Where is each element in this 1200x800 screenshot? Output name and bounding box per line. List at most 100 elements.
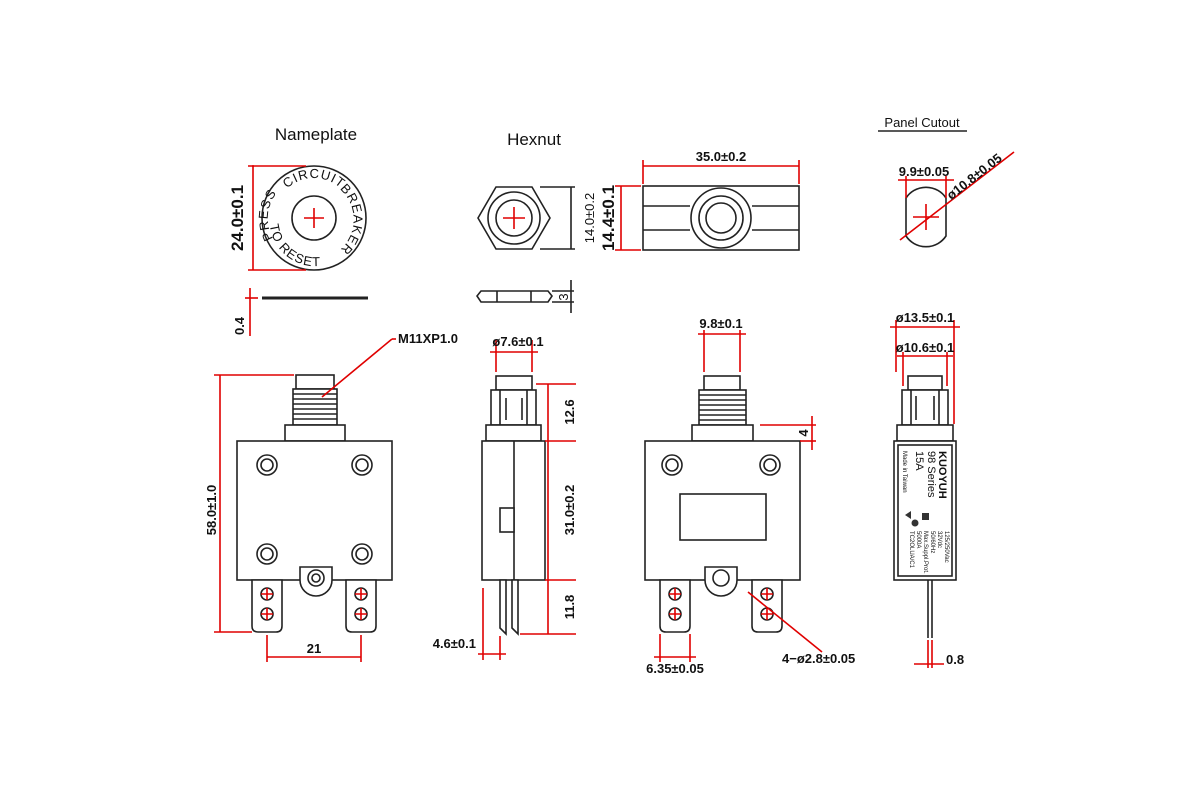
terminal-hole-marks (669, 588, 773, 620)
thread-label: M11XP1.0 (398, 331, 458, 346)
front-rivet-inner (260, 547, 274, 561)
hexnut-chamfer-circle (487, 191, 541, 245)
panel-cutout-title: Panel Cutout (884, 115, 960, 130)
back-window (679, 493, 767, 541)
dim-cutout-diameter: ø10.8±0.05 (944, 150, 1005, 202)
label-brand: KUOYUH (936, 451, 948, 499)
back-thread-lines (699, 394, 746, 421)
front-view: M11XP1.0 58.0±1.0 21 (204, 331, 458, 662)
dim-side-body: 31.0±0.2 (562, 485, 577, 536)
label-sticker-text: KUOYUH 98 Series 15A Made in Taiwan 125/… (901, 451, 949, 574)
side-thread (490, 389, 537, 426)
dim-flange: 4 (796, 429, 811, 437)
dim-nameplate-thickness: 0.4 (232, 316, 247, 335)
label-view-thread (901, 389, 949, 426)
front-terminal-left (251, 579, 283, 633)
label-sticker (897, 444, 953, 577)
front-flange (284, 424, 346, 442)
front-rivet-inner (355, 547, 369, 561)
back-boss-hole (712, 569, 730, 587)
front-rivet-inner (260, 458, 274, 472)
back-rivet (759, 454, 781, 476)
dim-side-button: ø7.6±0.1 (492, 334, 543, 349)
label-origin: Made in Taiwan (901, 451, 907, 493)
dim-inner-diameter: ø10.6±0.1 (896, 340, 954, 355)
label-view-thread-lines (910, 390, 940, 425)
terminal-hole-marks (261, 588, 367, 620)
dim-outer-diameter: ø13.5±0.1 (896, 310, 954, 325)
top-view-thread-outer (690, 187, 752, 249)
dim-terminal-length: 11.8 (562, 595, 577, 620)
hexnut-side-view (476, 290, 553, 303)
back-flange (691, 424, 754, 442)
dim-hexnut-width: 14.0±0.2 (582, 193, 597, 244)
label-view-flange (896, 424, 954, 442)
side-button (495, 375, 533, 391)
label-view-button (907, 375, 943, 391)
dim-nameplate-diameter: 24.0±0.1 (228, 185, 247, 251)
thread-leader-line (321, 338, 393, 398)
dim-line-cutout-diameter (899, 151, 1015, 241)
top-view: 35.0±0.2 14.4±0.1 (599, 149, 800, 251)
front-button (295, 374, 335, 390)
nameplate-title: Nameplate (275, 125, 357, 144)
back-view: 9.8±0.1 4 6.35±0.05 4−ø2.8±0.05 (644, 316, 855, 676)
label-spec: 50/60Hz (929, 531, 935, 553)
back-rivet-inner (763, 458, 777, 472)
dim-terminal-spacing: 21 (307, 641, 321, 656)
side-flange (485, 424, 542, 442)
label-spec: 125/250Vac (943, 531, 949, 563)
label-spec: TC2OLUA/C1 (908, 531, 914, 569)
nameplate-view: CIRCUIT BREAKER PRESS TO RESET 24.0±0.1 … (228, 165, 368, 336)
back-rivet (661, 454, 683, 476)
top-view-button (705, 202, 737, 234)
back-terminal-left (659, 579, 691, 633)
dim-terminal-offset: 4.6±0.1 (433, 636, 476, 651)
dim-back-button: 9.8±0.1 (699, 316, 742, 331)
back-bottom-boss (704, 566, 738, 597)
label-spec: 5000A (915, 531, 921, 548)
cert-mark (922, 513, 929, 520)
cert-mark (911, 519, 919, 527)
label-series: 98 Series (925, 451, 937, 498)
dim-top-length: 35.0±0.2 (696, 149, 747, 164)
label-spec: 32Vdc (936, 531, 942, 548)
back-button (703, 375, 741, 391)
hexnut-view: 14.0±0.2 3 (476, 186, 597, 313)
front-body (236, 440, 393, 581)
front-terminal-right (345, 579, 377, 633)
holes-leader-line (747, 591, 823, 653)
side-terminal-right (511, 579, 519, 636)
dim-terminal-thickness: 0.8 (946, 652, 964, 667)
dim-top-width: 14.4±0.1 (599, 185, 618, 251)
front-thread-lines (293, 393, 337, 420)
dim-terminal-width: 6.35±0.05 (646, 661, 704, 676)
side-clip (499, 507, 515, 533)
front-rivet (256, 454, 278, 476)
dim-front-height: 58.0±1.0 (204, 485, 219, 536)
front-rivet-inner (355, 458, 369, 472)
dim-holes: 4−ø2.8±0.05 (782, 651, 855, 666)
side-thread-lines (499, 390, 528, 425)
dim-cutout-flat: 9.9±0.05 (899, 164, 950, 179)
hexnut-title: Hexnut (507, 130, 561, 149)
front-boss-hole-inner (311, 573, 321, 583)
label-spec: Max.Suppl.Prot. (922, 531, 928, 574)
panel-cutout-view: 9.9±0.05 ø10.8±0.05 (898, 150, 1015, 248)
top-view-flange-lines (643, 205, 799, 231)
label-view-body (893, 440, 957, 581)
top-view-thread-inner (698, 195, 744, 241)
label-side-view: KUOYUH 98 Series 15A Made in Taiwan 125/… (890, 310, 964, 668)
dim-thread-length: 12.6 (562, 399, 577, 424)
front-rivet (351, 454, 373, 476)
front-boss-hole (307, 569, 325, 587)
front-rivet (256, 543, 278, 565)
side-terminal-left (499, 579, 507, 636)
side-view: ø7.6±0.1 12.6 31.0±0.2 11.8 4.6±0.1 (433, 334, 577, 660)
back-terminal-right (751, 579, 783, 633)
cert-mark (905, 511, 911, 519)
back-rivet-inner (665, 458, 679, 472)
label-rating: 15A (913, 451, 925, 471)
front-rivet (351, 543, 373, 565)
